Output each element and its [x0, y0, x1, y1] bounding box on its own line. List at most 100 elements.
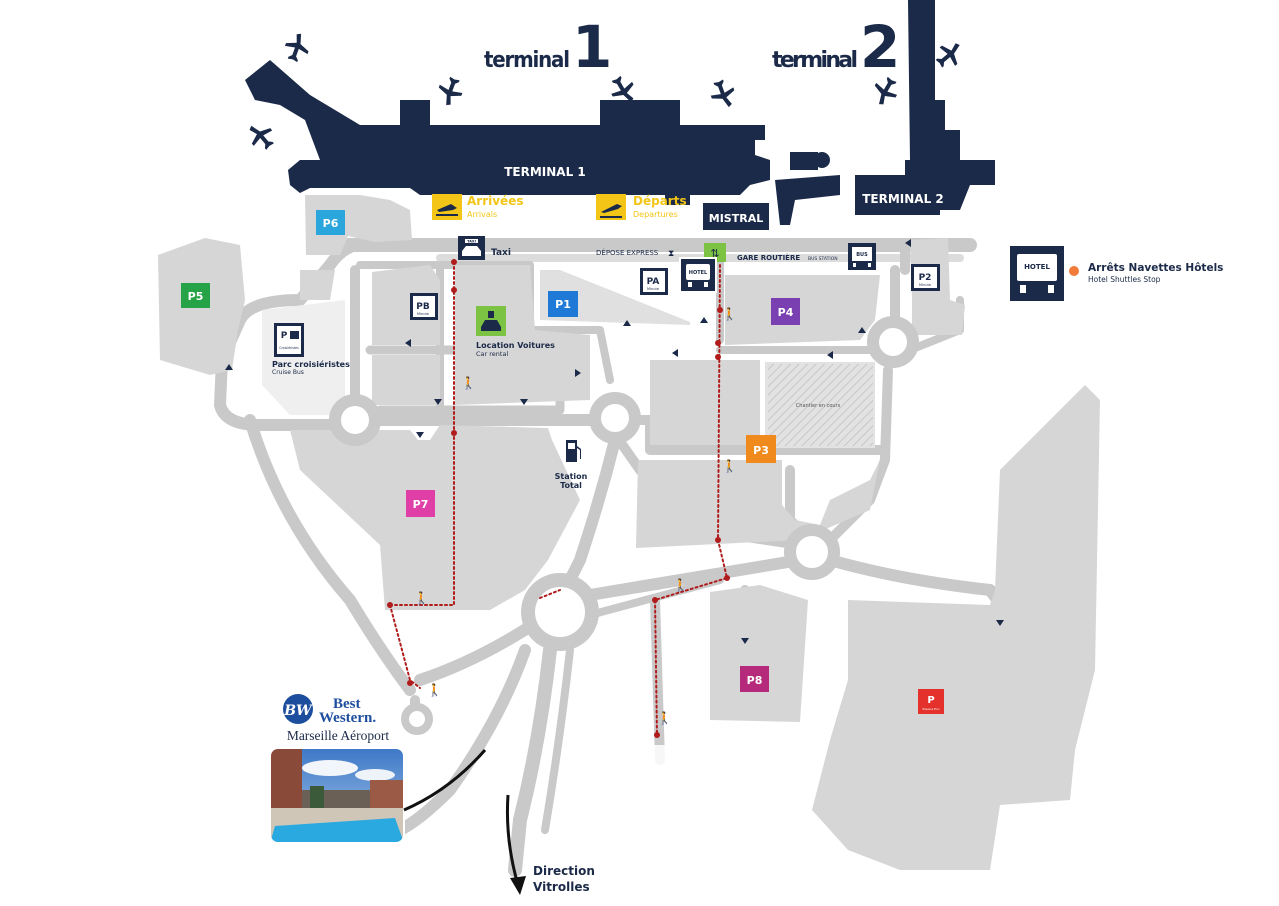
- p3-badge: P3: [746, 435, 776, 463]
- svg-text:P7: P7: [413, 498, 429, 511]
- lot-pb: [372, 265, 440, 345]
- arrivals-label: Arrivées: [467, 194, 523, 208]
- roundabouts: [329, 316, 919, 735]
- svg-text:Espace Eco: Espace Eco: [922, 707, 939, 711]
- terminal-2-label: TERMINAL 2: [862, 192, 944, 206]
- legend-title: Arrêts Navettes Hôtels: [1088, 262, 1223, 274]
- bus-station-label: BUS STATION: [808, 256, 838, 262]
- taxi-sign: TAXI Taxi: [458, 236, 511, 260]
- terminal-2-heading-num: 2: [860, 13, 900, 81]
- chantier-label: Chantier en cours: [796, 403, 841, 409]
- direction-arrow-line: [505, 794, 520, 886]
- svg-text:P4: P4: [778, 306, 794, 319]
- legend-dot: [1069, 266, 1079, 276]
- plane-icons: [249, 33, 960, 150]
- lot-p4: [725, 275, 880, 345]
- direction-label-1: Direction: [533, 864, 595, 878]
- svg-text:PA: PA: [647, 277, 660, 287]
- direction-arrows: [225, 239, 1004, 644]
- taxi-badge: TAXI: [467, 240, 476, 244]
- svg-text:P: P: [281, 331, 288, 341]
- depose-express-label: DÉPOSE EXPRESS: [596, 248, 659, 257]
- direction-arrow-head: [510, 876, 526, 895]
- p-eco-badge: P Espace Eco: [918, 689, 944, 714]
- lot-p8: [710, 585, 808, 722]
- pedestrian-icon: 🚶: [673, 578, 688, 592]
- p8-badge: P8: [740, 666, 769, 692]
- lot-p3-lower: [636, 460, 880, 548]
- plane-icon: [284, 33, 309, 63]
- terminal-buildings: [245, 0, 995, 230]
- terminal-1-heading-word: terminal: [484, 48, 570, 73]
- lot-p7: [290, 425, 580, 610]
- arrivals-sign: Arrivées Arrivals: [432, 194, 523, 220]
- p5-badge: P5: [181, 283, 210, 308]
- pedestrian-icon: 🚶: [722, 459, 737, 473]
- svg-text:PB: PB: [416, 302, 430, 312]
- terminal-2-building: [855, 0, 995, 215]
- hotel-badge: HOTEL: [689, 270, 708, 276]
- best-western-logo: BW Best Western. Marseille Aéroport: [283, 694, 389, 743]
- bus-station-icon: BUS: [848, 243, 876, 270]
- p4-badge: P4: [771, 298, 800, 325]
- pb-badge: PB Minute: [410, 293, 438, 320]
- chantier-hatch: [768, 364, 873, 446]
- car-rental-label: Location Voitures: [476, 341, 555, 350]
- departures-sign: Départs Departures: [596, 194, 687, 220]
- terminal-2-heading-word: terminal: [772, 48, 858, 73]
- p7-badge: P7: [406, 490, 435, 517]
- legend-hotel-badge: HOTEL: [1024, 263, 1050, 271]
- bus-badge: BUS: [856, 252, 868, 258]
- fuel-station-label-1: Station: [555, 472, 588, 481]
- pedestrian-icon: 🚶: [657, 711, 672, 725]
- direction-label-2: Vitrolles: [533, 880, 590, 894]
- hotel-shuttle-stop: HOTEL: [679, 257, 717, 293]
- svg-text:BW: BW: [283, 703, 313, 719]
- lot-rental: [455, 265, 590, 405]
- lot-p-eco: [812, 385, 1100, 870]
- p1-badge: P1: [548, 291, 578, 317]
- gare-routiere-label: GARE ROUTIÈRE: [737, 253, 800, 262]
- svg-text:Minute: Minute: [919, 283, 931, 287]
- svg-text:P8: P8: [747, 674, 763, 687]
- svg-text:P1: P1: [555, 298, 571, 311]
- pedestrian-icon: 🚶: [427, 683, 442, 697]
- roundabout-left: [329, 394, 381, 446]
- pedestrian-icon: 🚶: [722, 307, 737, 321]
- p6-badge: P6: [316, 210, 345, 235]
- terminal-1-label: TERMINAL 1: [504, 165, 586, 179]
- walk-waypoints: [387, 259, 730, 738]
- taxi-label: Taxi: [491, 248, 511, 258]
- roundabout-lower-right: [784, 524, 840, 580]
- plane-icon: [710, 79, 735, 108]
- hotel-name: Marseille Aéroport: [287, 728, 390, 743]
- legend-subtitle: Hotel Shuttles Stop: [1088, 275, 1161, 284]
- hotel-photo: [269, 747, 405, 844]
- p-cruise-badge: P Croisiéristes: [274, 323, 304, 357]
- svg-text:P3: P3: [753, 444, 769, 457]
- svg-text:P: P: [927, 695, 934, 706]
- departures-label-en: Departures: [633, 210, 678, 219]
- svg-text:Croisiéristes: Croisiéristes: [279, 346, 299, 350]
- mistral-label: MISTRAL: [709, 212, 763, 225]
- svg-text:Minute: Minute: [647, 287, 659, 291]
- lot-p3: [650, 360, 760, 445]
- parking-badges: P5 P6 P1 P4 P3 P7 P8 P Espace Eco: [181, 210, 944, 714]
- bw-brand-line2: Western.: [319, 710, 376, 726]
- lot-small-left: [300, 270, 335, 300]
- svg-text:P2: P2: [919, 273, 932, 283]
- bw-brand-line1: Best: [333, 696, 361, 712]
- hourglass-icon: ⧗: [668, 248, 674, 258]
- hotel-pointer-line: [403, 749, 487, 812]
- car-rental-icon: [476, 306, 506, 336]
- terminal-1-heading-num: 1: [572, 13, 612, 81]
- roundabout-center: [589, 392, 641, 444]
- plane-icon: [611, 75, 634, 103]
- arrivals-label-en: Arrivals: [467, 210, 497, 219]
- plane-icon: [874, 76, 898, 105]
- cruise-park-label-en: Cruise Bus: [272, 369, 304, 376]
- p2-badge: P2 Minute: [911, 264, 940, 291]
- terminal-1-building: [245, 60, 770, 205]
- cruise-park-label: Parc croisiéristes: [272, 359, 350, 369]
- svg-text:P6: P6: [323, 217, 339, 230]
